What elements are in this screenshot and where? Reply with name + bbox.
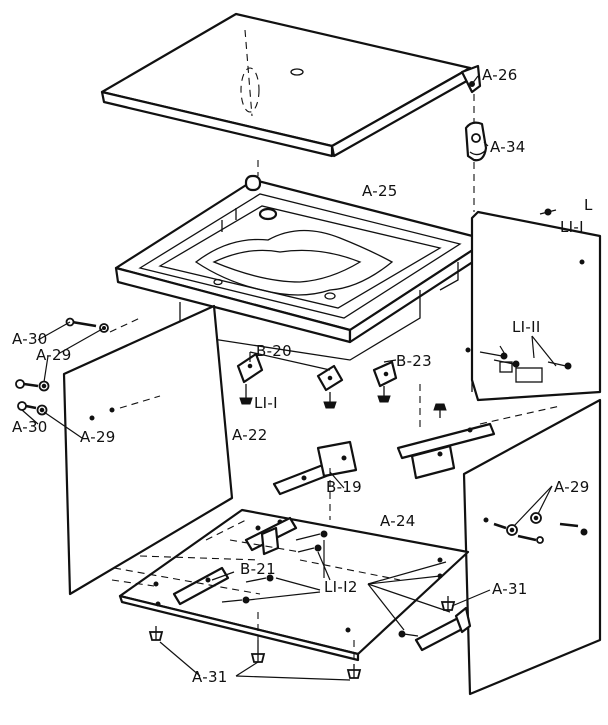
bracket-front-right	[414, 606, 472, 652]
label-a31-bottom: A-31	[192, 668, 228, 686]
bottom-board-a24	[118, 508, 470, 662]
label-b20: B-20	[256, 342, 292, 360]
screw-a30-left-lower	[17, 401, 48, 416]
foot-a31-left	[148, 626, 164, 641]
bracket-b21-upper	[244, 516, 298, 556]
label-a29-lower: A-29	[80, 428, 116, 446]
assembly-centerlines	[109, 94, 561, 664]
label-a26: A-26	[482, 66, 518, 84]
label-b21: B-21	[240, 560, 276, 578]
label-a29-upper: A-29	[36, 346, 72, 364]
label-li12: LI-I2	[324, 578, 358, 596]
label-li1-mid: LI-I	[254, 394, 278, 412]
bracket-b21-lower	[172, 566, 230, 606]
label-a29-right: A-29	[554, 478, 590, 496]
right-back-panel	[465, 210, 602, 402]
bracket-right-rail	[396, 403, 496, 480]
hinge-bracket-a26	[460, 64, 482, 94]
foot-a31-center	[250, 640, 266, 663]
right-side-panel	[462, 398, 602, 696]
label-li11: LI-II	[512, 318, 541, 336]
foot-a31-right	[346, 664, 362, 679]
screws-a30-top	[65, 317, 109, 333]
bracket-b19	[272, 440, 358, 496]
label-li1-top: LI-I	[560, 218, 584, 236]
screws-li12	[221, 530, 419, 638]
screws-li11	[479, 208, 572, 370]
label-b23: B-23	[396, 352, 432, 370]
left-side-panel-a22	[62, 304, 234, 596]
label-a25: A-25	[362, 182, 398, 200]
frame-tray-a25	[114, 174, 490, 361]
label-l-top: L	[584, 196, 593, 214]
screws-li1-mid	[197, 347, 391, 409]
label-a30-lower: A-30	[12, 418, 48, 436]
label-a30-upper: A-30	[12, 330, 48, 348]
washers-a29-right	[493, 512, 588, 544]
leader-lines	[21, 75, 557, 681]
label-a22: A-22	[232, 426, 268, 444]
label-a31-right: A-31	[492, 580, 528, 598]
screw-a30-left-upper	[15, 379, 50, 392]
label-b19: B-19	[326, 478, 362, 496]
top-lid-panel	[100, 12, 474, 158]
label-a24: A-24	[380, 512, 416, 530]
bracket-b23	[372, 360, 398, 388]
callout-labels: A-26 A-34 A-25 L LI-I LI-II A-30 A-29 A-…	[12, 66, 593, 686]
foot-a31-side	[440, 596, 456, 611]
hinge-a34	[464, 121, 488, 162]
label-a34: A-34	[490, 138, 526, 156]
